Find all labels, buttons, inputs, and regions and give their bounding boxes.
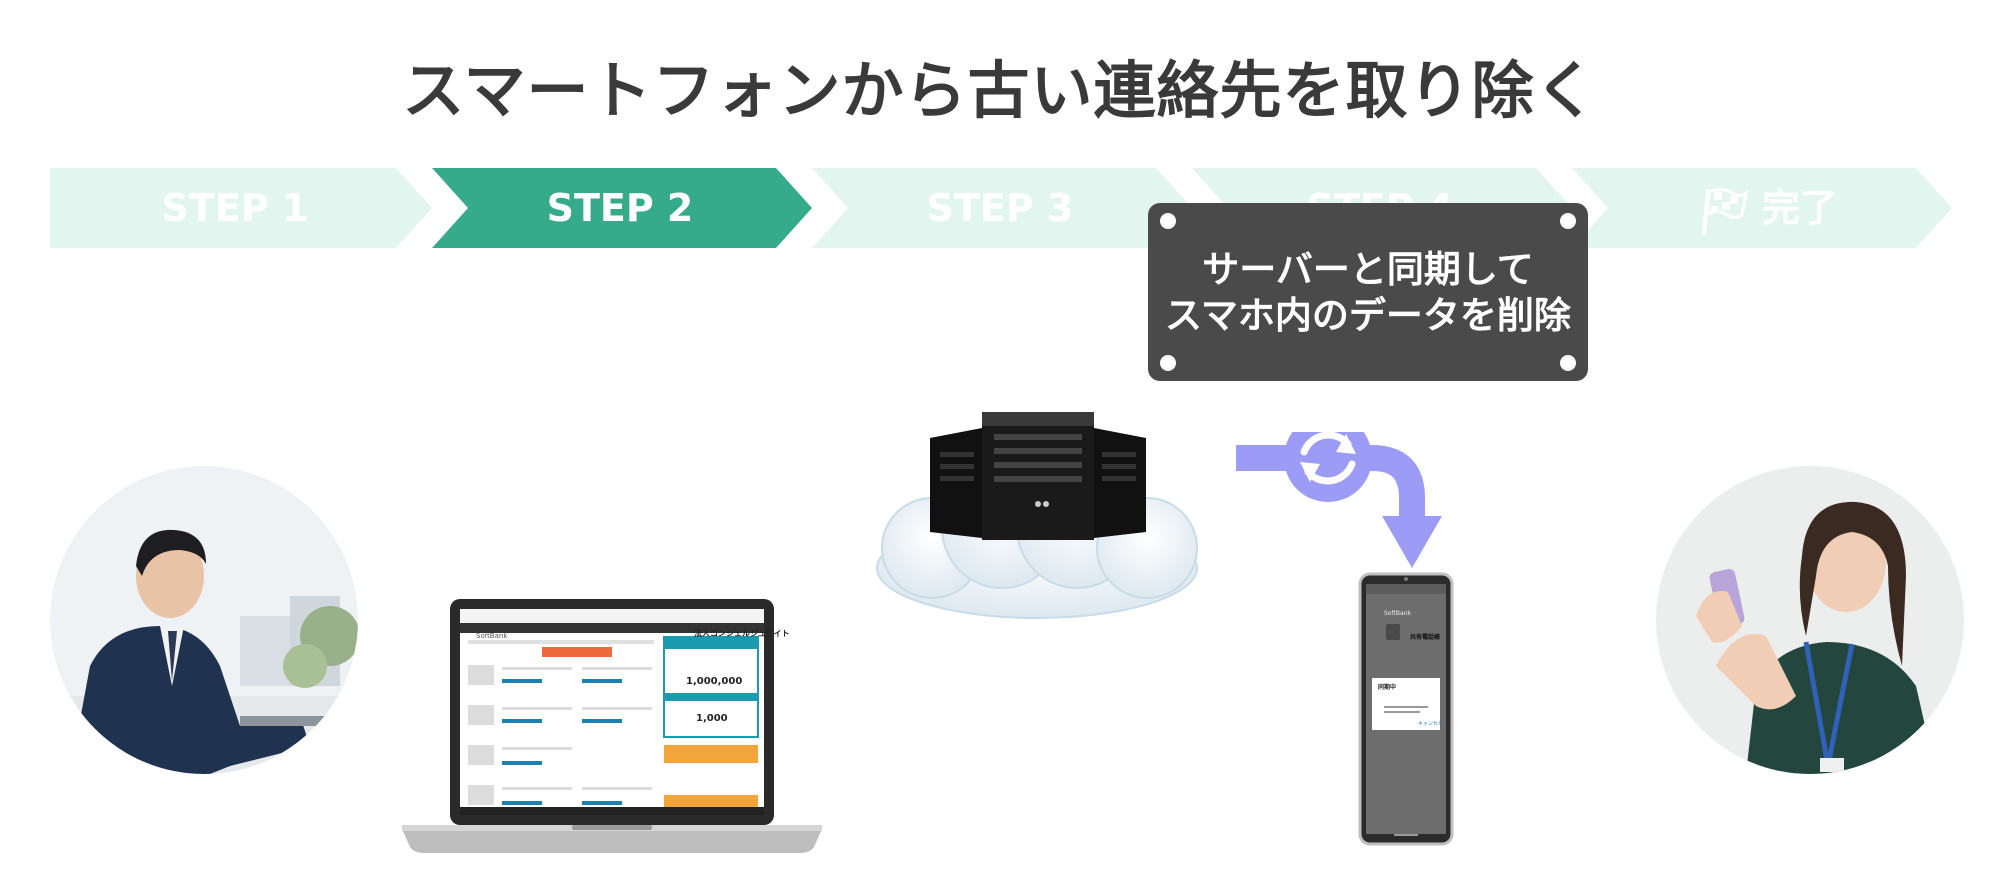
step-2-chevron — [432, 168, 812, 248]
smartphone-illustration — [1358, 572, 1454, 846]
server-icon — [930, 412, 1146, 540]
callout-box: サーバーと同期して スマホ内のデータを削除 — [1148, 203, 1588, 381]
laptop-brand: SoftBank — [476, 632, 508, 640]
phone-app-title: 共有電話帳 — [1410, 634, 1441, 641]
step-1-label: STEP 1 — [161, 186, 309, 230]
bolt-icon — [1560, 213, 1576, 229]
step-complete-chevron — [1572, 168, 1952, 248]
step-3-chevron — [812, 168, 1192, 248]
phone-dialog-cancel: キャンセル — [1418, 721, 1444, 727]
step-1-chevron — [50, 168, 432, 248]
bolt-icon — [1160, 355, 1176, 371]
callout-line-1: サーバーと同期して — [1202, 248, 1534, 291]
page-title: スマートフォンから古い連絡先を取り除く — [402, 54, 1598, 127]
sync-arrow — [1236, 432, 1442, 568]
step-3-label: STEP 3 — [926, 186, 1074, 230]
laptop-amount: 1,000,000 — [686, 676, 743, 687]
bolt-icon — [1160, 213, 1176, 229]
cloud-server-illustration — [876, 412, 1198, 619]
laptop-count: 1,000 — [696, 713, 728, 724]
step-2-label: STEP 2 — [546, 186, 694, 230]
bolt-icon — [1560, 355, 1576, 371]
laptop-illustration — [402, 599, 822, 853]
callout-line-2: スマホ内のデータを削除 — [1165, 294, 1571, 337]
woman-with-phone-photo — [1656, 466, 1964, 774]
checkered-flag-icon — [1701, 187, 1748, 235]
phone-brand: SoftBank — [1384, 610, 1411, 617]
office-worker-photo — [50, 466, 358, 774]
laptop-site-title: 法人コンシェルジュサイト — [694, 629, 790, 638]
step-complete-label: 完了 — [1761, 186, 1838, 230]
step-complete: 完了 — [1600, 166, 1940, 250]
phone-dialog-title: 同期中 — [1378, 684, 1397, 691]
